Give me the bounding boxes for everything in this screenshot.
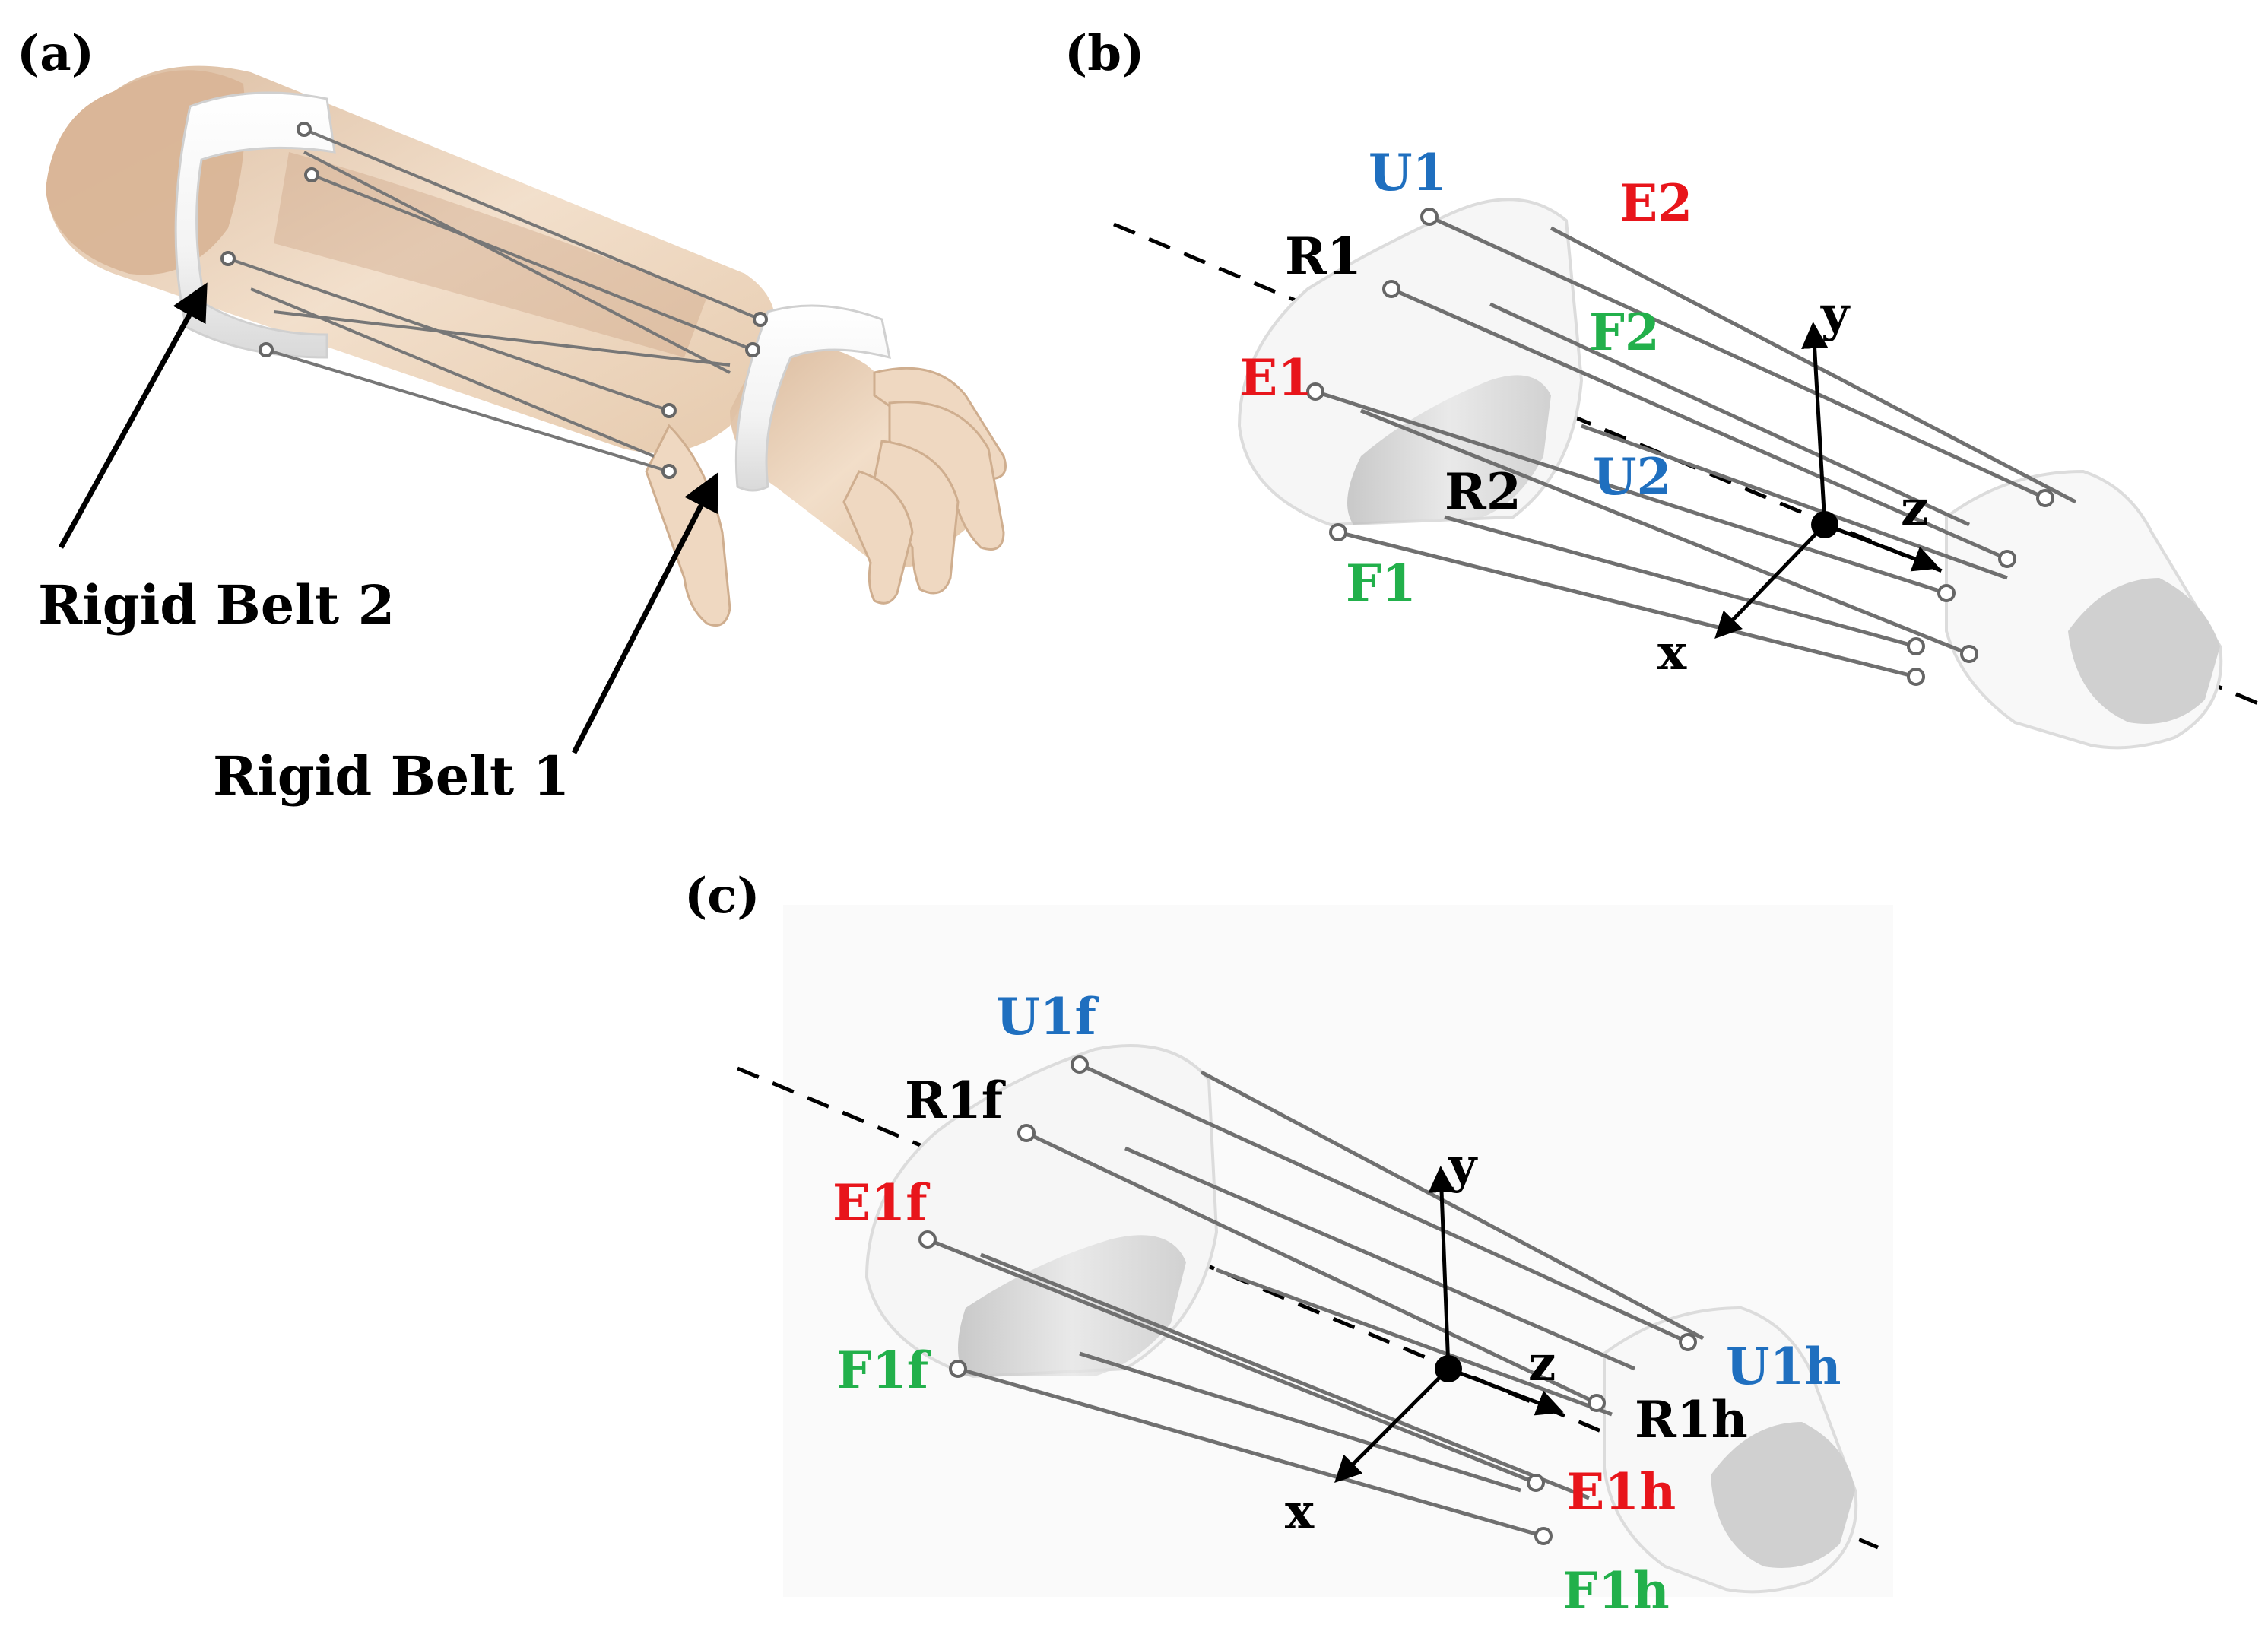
callout-arrow-belt2	[58, 282, 208, 549]
axis-label-x-c: x	[1285, 1484, 1315, 1541]
cable-label-R1h: R1h	[1635, 1390, 1748, 1449]
cable-label-R1f: R1f	[905, 1071, 1006, 1130]
callout-arrow-belt1	[571, 472, 718, 754]
panel-b: (b)	[1064, 25, 2259, 750]
origin-dot-b	[1811, 511, 1838, 538]
axis-label-y-c: y	[1448, 1138, 1478, 1195]
y-axis-c	[1428, 1166, 1455, 1370]
belt-left-inner-c	[958, 1235, 1186, 1376]
panel-a-label: (a)	[17, 25, 94, 82]
cable-label-U2: U2	[1593, 447, 1671, 506]
cables-a	[227, 128, 761, 473]
z-axis-b	[1824, 522, 1940, 572]
axes-b: y z x	[1657, 286, 1940, 681]
anchor-points-a	[220, 122, 768, 479]
axis-label-z-c: z	[1528, 1335, 1556, 1392]
cable-label-F2: F2	[1589, 303, 1660, 362]
cable-label-E1h: E1h	[1566, 1462, 1676, 1522]
cable-label-U1h: U1h	[1726, 1337, 1841, 1396]
belt-left-inner-b	[1347, 375, 1551, 525]
cables-c	[927, 1062, 1705, 1538]
y-axis-b	[1801, 322, 1829, 525]
cable-label-E1f: E1f	[833, 1173, 930, 1233]
cable-label-E2: E2	[1619, 173, 1692, 233]
cable-label-R1: R1	[1285, 227, 1362, 286]
x-axis-c	[1334, 1367, 1450, 1483]
axes-c: y z x	[1285, 1138, 1564, 1541]
cable-label-E1: E1	[1239, 348, 1312, 408]
anchor-points-c	[918, 1055, 1697, 1545]
callout-belt2: Rigid Belt 2	[38, 573, 395, 636]
belt-right-inner-c	[1711, 1422, 1855, 1568]
cable-label-F1: F1	[1346, 554, 1416, 613]
panel-c-label: (c)	[684, 868, 760, 925]
axis-label-z-b: z	[1901, 480, 1928, 537]
panel-c: (c)	[684, 868, 1893, 1620]
anchor-points-b	[1306, 208, 2054, 686]
rigid-belt-1	[734, 304, 891, 492]
origin-dot-c	[1435, 1355, 1462, 1382]
z-axis-c	[1448, 1366, 1564, 1416]
cable-label-F1h: F1h	[1562, 1561, 1670, 1620]
axis-label-x-b: x	[1657, 624, 1687, 681]
panel-b-label: (b)	[1064, 25, 1144, 82]
cable-label-U1: U1	[1369, 143, 1447, 202]
axis-label-y-b: y	[1820, 286, 1851, 343]
cable-label-U1f: U1f	[996, 987, 1099, 1046]
cable-label-F1f: F1f	[836, 1341, 931, 1400]
cables-b	[1315, 214, 2077, 679]
belt-right-inner-b	[2068, 578, 2220, 724]
callout-belt1: Rigid Belt 1	[213, 744, 569, 808]
cable-label-R2: R2	[1445, 462, 1521, 522]
x-axis-b	[1714, 523, 1826, 640]
panel-a: (a)	[17, 25, 1007, 808]
